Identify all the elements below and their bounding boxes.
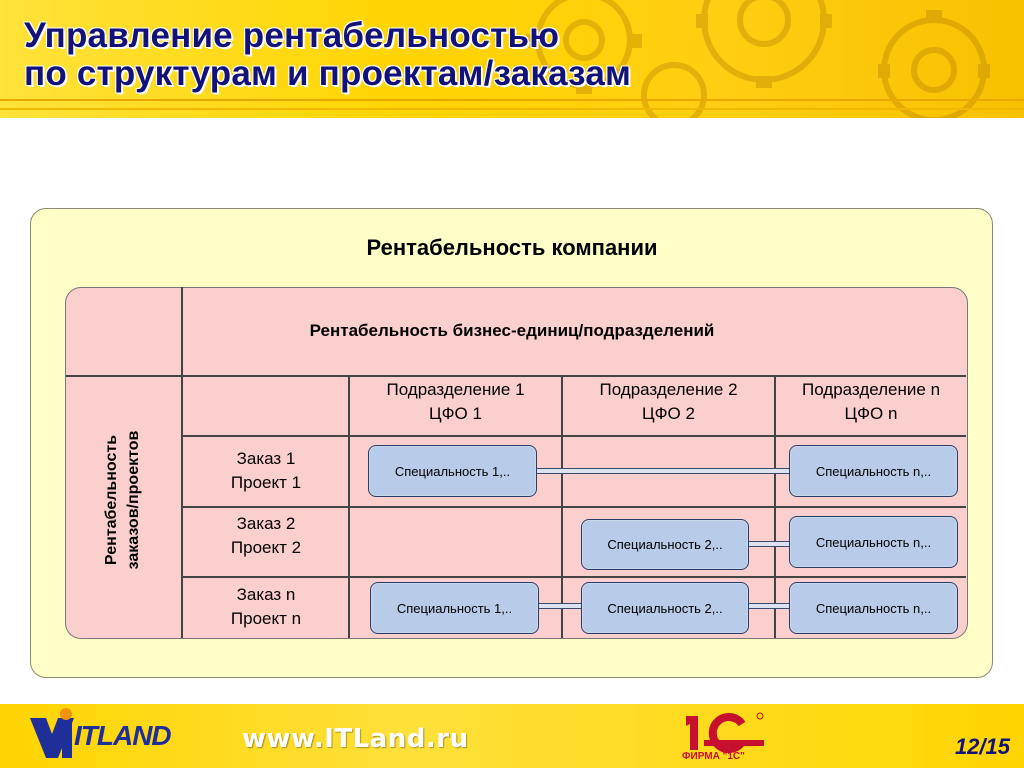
column-header-cfo: ЦФО 1 <box>429 404 482 423</box>
grid-line <box>182 576 966 578</box>
column-header-cfo: ЦФО 2 <box>642 404 695 423</box>
column-header-title: Подразделение n <box>801 380 941 399</box>
footer-bar <box>0 704 1024 768</box>
orders-label-line-1: Рентабельность <box>103 434 120 566</box>
row-header-order: Заказ 1 <box>236 449 296 468</box>
row-n-connector <box>747 603 791 609</box>
row-header-1: Заказ 1 Проект 1 <box>183 447 349 495</box>
grid-line <box>181 287 183 638</box>
header-banner: Управление рентабельностью по структурам… <box>0 0 1024 118</box>
row-n-connector <box>537 603 584 609</box>
column-header-title: Подразделение 2 <box>599 380 738 399</box>
specialty-box-r3-c2: Специальность 2,.. <box>581 582 749 634</box>
column-header-n: Подразделение n ЦФО n <box>776 378 966 426</box>
specialty-box-r1-c1: Специальность 1,.. <box>368 445 537 497</box>
orders-label-line-2: заказов/проектов <box>125 430 142 570</box>
specialty-box-r3-c3: Специальность n,.. <box>789 582 958 634</box>
grid-line <box>182 435 966 437</box>
row-header-project: Проект 2 <box>230 538 302 557</box>
website-link[interactable]: www.ITLand.ru <box>242 724 469 754</box>
column-header-cfo: ЦФО n <box>844 404 898 423</box>
gears-background-icon <box>526 0 990 118</box>
company-profitability-label: Рентабельность компании <box>366 235 658 260</box>
header-stripe <box>0 108 1024 110</box>
column-header-title: Подразделение 1 <box>386 380 525 399</box>
page-number: 12/15 <box>954 734 1010 759</box>
itland-logo-text: ITLAND <box>74 720 172 751</box>
page-title-line-1: Управление рентабельностью <box>24 16 560 55</box>
firma-1c-logo-icon <box>686 712 764 753</box>
row-1-connector <box>535 468 791 474</box>
column-header-1: Подразделение 1 ЦФО 1 <box>350 378 561 426</box>
row-header-project: Проект n <box>230 609 302 628</box>
orders-projects-label: Рентабельность заказов/проектов <box>101 400 145 600</box>
specialty-box-r1-c3: Специальность n,.. <box>789 445 958 497</box>
row-2-connector <box>747 541 791 547</box>
specialty-box-r3-c1: Специальность 1,.. <box>370 582 539 634</box>
row-header-2: Заказ 2 Проект 2 <box>183 512 349 560</box>
page-title-line-2: по структурам и проектам/заказам <box>24 54 632 93</box>
row-header-order: Заказ 2 <box>236 514 296 533</box>
row-header-order: Заказ n <box>236 585 296 604</box>
itland-logo-icon[interactable] <box>28 708 178 760</box>
specialty-box-r2-c3: Специальность n,.. <box>789 516 958 568</box>
grid-line <box>182 506 966 508</box>
row-header-n: Заказ n Проект n <box>183 583 349 631</box>
business-units-label: Рентабельность бизнес-единиц/подразделен… <box>309 321 715 340</box>
row-header-project: Проект 1 <box>230 473 302 492</box>
column-header-2: Подразделение 2 ЦФО 2 <box>563 378 774 426</box>
specialty-box-r2-c2: Специальность 2,.. <box>581 519 749 570</box>
firma-1c-label: ФИРМА "1С" <box>682 751 745 762</box>
header-stripe <box>0 99 1024 101</box>
grid-line <box>66 375 966 377</box>
